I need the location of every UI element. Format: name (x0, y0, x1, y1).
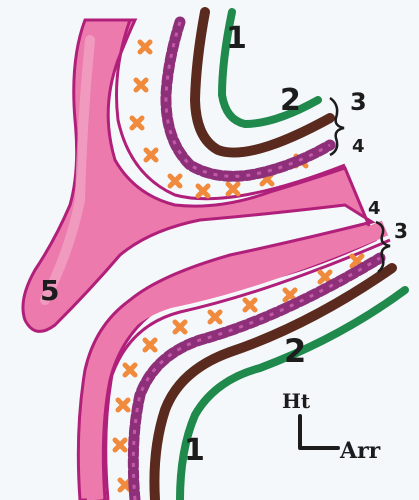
orientation-horizontal-label: Arr (339, 438, 381, 464)
label-2-lower: 2 (284, 332, 306, 370)
orientation-vertical-label: Ht (282, 389, 311, 413)
label-3-lower: 3 (394, 219, 408, 243)
label-5: 5 (40, 274, 59, 307)
label-4-upper: 4 (352, 136, 365, 157)
orientation-arrow (300, 416, 338, 448)
label-1-upper: 1 (226, 21, 247, 56)
label-2-upper: 2 (280, 83, 301, 118)
label-1-lower: 1 (184, 433, 205, 468)
label-3-upper: 3 (350, 88, 367, 116)
label-4-lower: 4 (368, 198, 381, 219)
upper-layer-2-band (195, 12, 330, 153)
